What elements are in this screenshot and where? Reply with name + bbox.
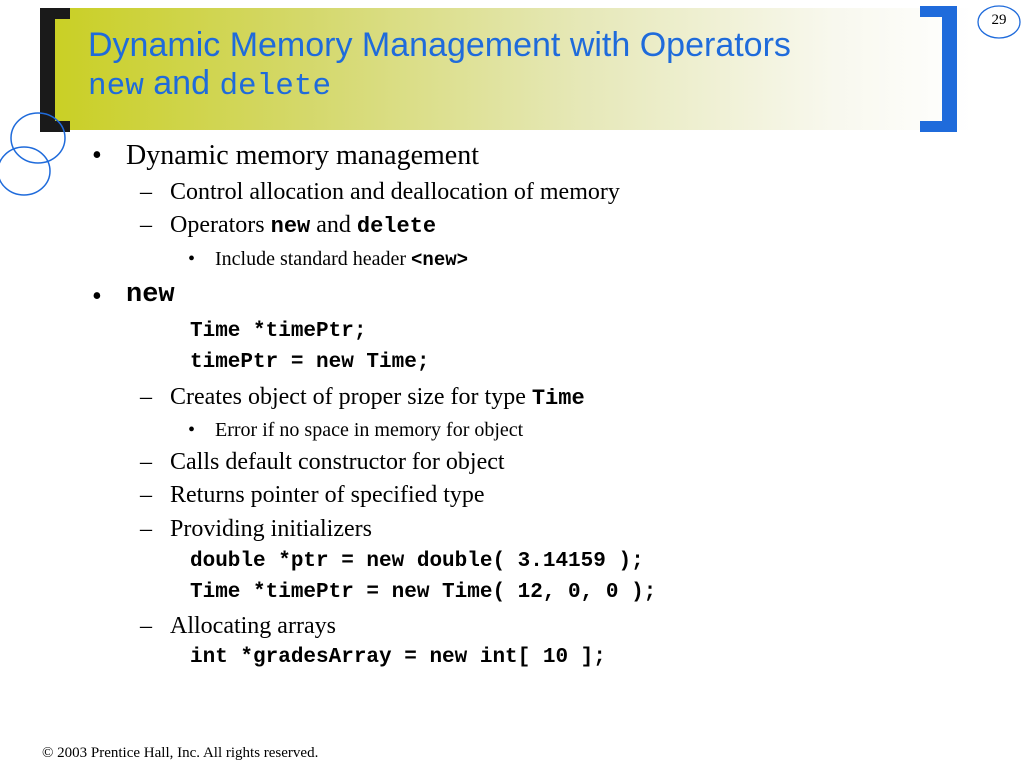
title-and: and (153, 64, 210, 102)
bullet-marker: • (188, 248, 196, 270)
title-band (44, 8, 974, 130)
sub-default-constructor: Calls default constructor for object (170, 449, 505, 475)
sub-operators-and: and (316, 212, 351, 238)
left-bracket-top (40, 8, 70, 19)
code-line-2: timePtr = new Time; (190, 351, 430, 374)
dash-marker: – (140, 613, 152, 639)
sub-include-header: Include standard header <new> (215, 248, 468, 271)
page-number: 29 (991, 12, 1007, 28)
creates-object-prefix: Creates object of proper size for type (170, 384, 526, 410)
sub-creates-object: Creates object of proper size for type T… (170, 384, 585, 411)
dash-marker: – (140, 482, 152, 508)
dash-marker: – (140, 179, 152, 205)
dash-marker: – (140, 449, 152, 475)
slide-title: Dynamic Memory Management with Operators… (88, 26, 791, 106)
sub-providing-initializers: Providing initializers (170, 516, 372, 542)
code-line-5: int *gradesArray = new int[ 10 ]; (190, 646, 606, 669)
dash-marker: – (140, 516, 152, 542)
keyword-new: new (270, 214, 311, 239)
sub-control-allocation: Control allocation and deallocation of m… (170, 179, 620, 205)
header-new-code: <new> (411, 249, 469, 271)
dash-marker: – (140, 212, 152, 238)
right-bracket-bottom (920, 121, 957, 132)
right-bracket-top (920, 6, 957, 17)
left-bracket-bottom (40, 121, 70, 132)
code-line-3: double *ptr = new double( 3.14159 ); (190, 550, 644, 573)
left-bracket (40, 8, 55, 132)
sub-allocating-arrays: Allocating arrays (170, 613, 336, 639)
title-keyword-delete: delete (219, 69, 332, 104)
sub-operators: Operators new and delete (170, 212, 436, 239)
dash-marker: – (140, 384, 152, 410)
title-keyword-new: new (88, 69, 144, 104)
page-number-circle (977, 5, 1021, 39)
bullet-new: new (126, 280, 175, 310)
type-time-code: Time (531, 386, 585, 411)
include-header-prefix: Include standard header (215, 248, 407, 270)
copyright-footer: © 2003 Prentice Hall, Inc. All rights re… (42, 745, 319, 761)
title-line-1: Dynamic Memory Management with Operators (88, 26, 791, 64)
bullet-marker: • (188, 419, 196, 441)
keyword-delete: delete (356, 214, 437, 239)
sub-error-no-space: Error if no space in memory for object (215, 419, 524, 441)
bullet-dynamic-memory: Dynamic memory management (126, 140, 479, 171)
right-bracket (942, 6, 957, 132)
code-line-1: Time *timePtr; (190, 320, 367, 343)
code-line-4: Time *timePtr = new Time( 12, 0, 0 ); (190, 581, 657, 604)
title-line-2: new and delete (88, 64, 791, 106)
bullet-marker: • (92, 281, 102, 312)
sub-operators-prefix: Operators (170, 212, 265, 238)
bullet-marker: • (92, 140, 102, 171)
sub-returns-pointer: Returns pointer of specified type (170, 482, 485, 508)
decorative-rings (0, 112, 66, 196)
